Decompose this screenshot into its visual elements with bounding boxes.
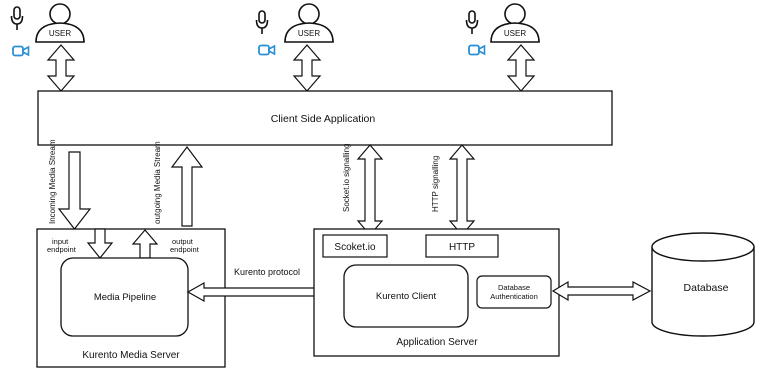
socketio-signalling-arrow	[356, 144, 384, 236]
camera-icon	[12, 45, 30, 57]
user-group-2: USER	[255, 3, 334, 56]
media-pipeline-box	[60, 257, 189, 337]
user-client-arrow-3	[506, 44, 536, 92]
client-side-application-label: Client Side Application	[271, 113, 376, 125]
user-group-3: USER	[465, 3, 540, 56]
http-box	[425, 234, 499, 258]
database-authentication-label-line1: Database	[498, 283, 530, 292]
user-group-1: USER	[10, 3, 85, 57]
outgoing-stream-label: outgoing Media Stream	[153, 141, 162, 224]
input-endpoint-label-line2: endpoint	[47, 245, 77, 254]
incoming-stream-label: Incoming Media Stream	[48, 139, 57, 224]
kurento-client-box	[343, 264, 469, 328]
socketio-signalling-label: Socket.io signalling	[342, 144, 351, 212]
microphone-icon	[10, 6, 24, 31]
user-client-arrow-1	[46, 44, 76, 92]
http-signalling-arrow	[448, 144, 476, 236]
database-authentication-label-line2: Authentication	[490, 292, 538, 301]
microphone-icon	[255, 10, 269, 35]
media-pipeline-label: Media Pipeline	[94, 292, 156, 303]
user-client-arrow-2	[292, 44, 322, 92]
microphone-icon	[465, 10, 479, 35]
camera-icon	[258, 44, 276, 56]
socketio-box-label: Scoket.io	[334, 242, 376, 253]
input-endpoint-arrow	[86, 228, 114, 259]
database-connection-arrow	[551, 280, 652, 302]
user-label: USER	[298, 29, 320, 38]
input-endpoint-label-line1: input	[52, 237, 69, 246]
kurento-protocol-label: Kurento protocol	[234, 267, 300, 277]
client-side-application-box	[37, 90, 613, 146]
database-authentication-box	[476, 275, 552, 309]
camera-icon	[468, 44, 486, 56]
kurento-media-server-label: Kurento Media Server	[82, 350, 180, 361]
http-signalling-label: HTTP signalling	[431, 156, 440, 212]
kurento-client-label: Kurento Client	[376, 291, 437, 302]
database-label: Database	[684, 282, 729, 294]
user-label: USER	[504, 29, 526, 38]
application-server-label: Application Server	[396, 337, 478, 348]
output-endpoint-label-line1: output	[172, 237, 194, 246]
user-label: USER	[49, 29, 71, 38]
http-box-label: HTTP	[449, 242, 475, 253]
incoming-stream-arrow	[57, 151, 92, 230]
output-endpoint-label-line2: endpoint	[170, 245, 200, 254]
database-cylinder	[651, 232, 755, 337]
socketio-box	[322, 234, 388, 258]
outgoing-stream-arrow	[170, 146, 204, 227]
